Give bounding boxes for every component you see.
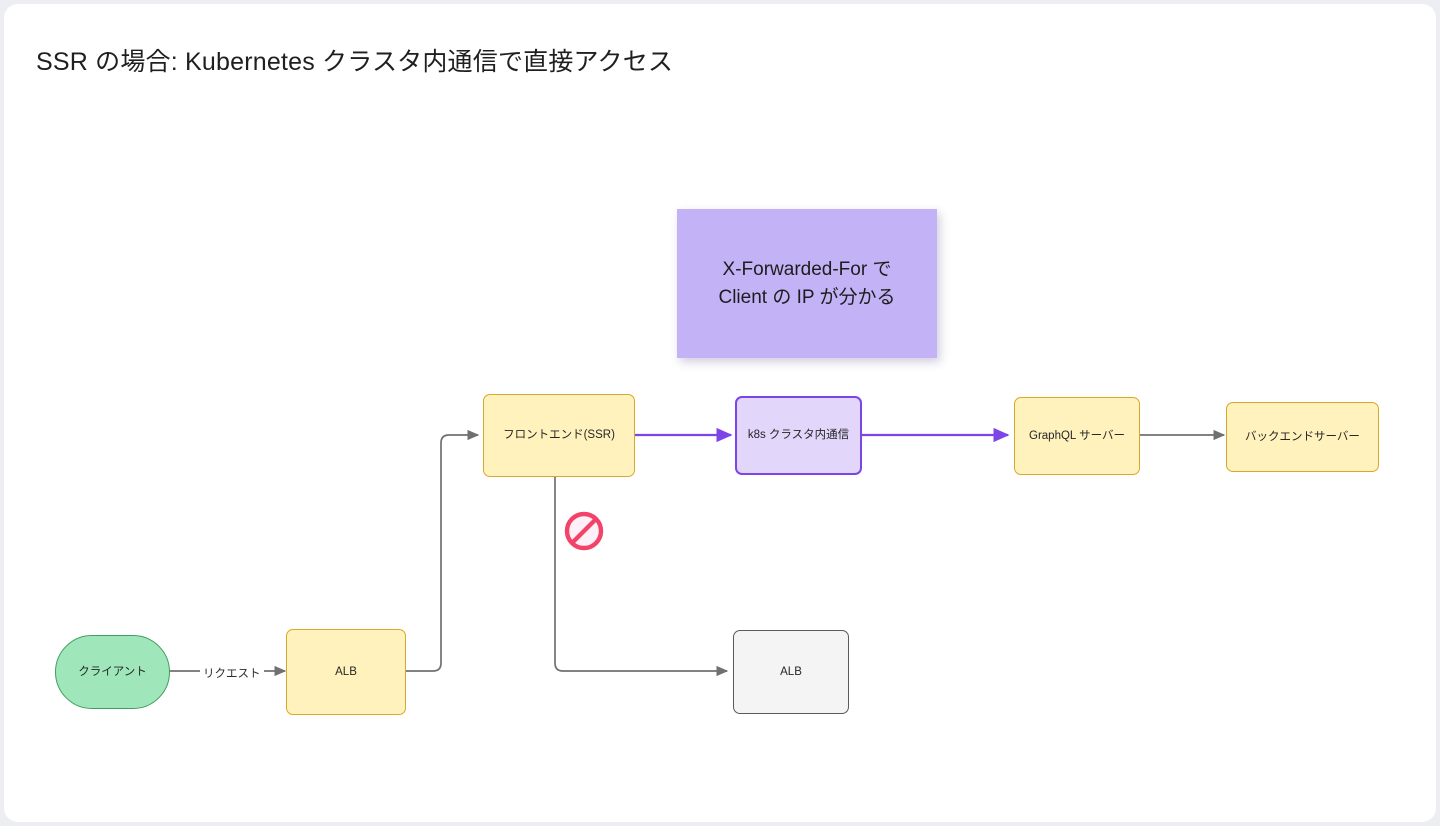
note-line-2: Client の IP が分かる [718,286,896,308]
node-alb-blocked[interactable]: ALB [733,630,849,714]
node-graphql-server[interactable]: GraphQL サーバー [1014,397,1140,475]
node-k8s-internal[interactable]: k8s クラスタ内通信 [735,396,862,475]
page-title: SSR の場合: Kubernetes クラスタ内通信で直接アクセス [36,48,674,76]
node-label: バックエンドサーバー [1245,430,1360,443]
no-entry-icon [562,509,606,553]
node-label: クライアント [78,665,147,678]
node-label: フロントエンド(SSR) [503,429,615,442]
node-alb-bottom[interactable]: ALB [286,629,406,715]
node-label: GraphQL サーバー [1029,429,1125,442]
edge-frontend-to-alb-blocked [554,477,729,677]
node-label: k8s クラスタ内通信 [747,429,850,442]
node-label: ALB [335,665,357,678]
node-label: ALB [780,665,802,678]
note-line-1: X-Forwarded-For で [722,258,892,280]
edge-label-request: リクエスト [200,665,264,681]
edge-layer [169,427,1226,677]
node-client[interactable]: クライアント [55,635,170,709]
diagram-canvas: SSR の場合: Kubernetes クラスタ内通信で直接アクセス [4,4,1436,822]
node-backend-server[interactable]: バックエンドサーバー [1226,402,1379,472]
edge-alb-to-frontend [405,429,480,672]
note-x-forwarded-for: X-Forwarded-For で Client の IP が分かる [677,209,937,358]
node-frontend-ssr[interactable]: フロントエンド(SSR) [483,394,635,477]
